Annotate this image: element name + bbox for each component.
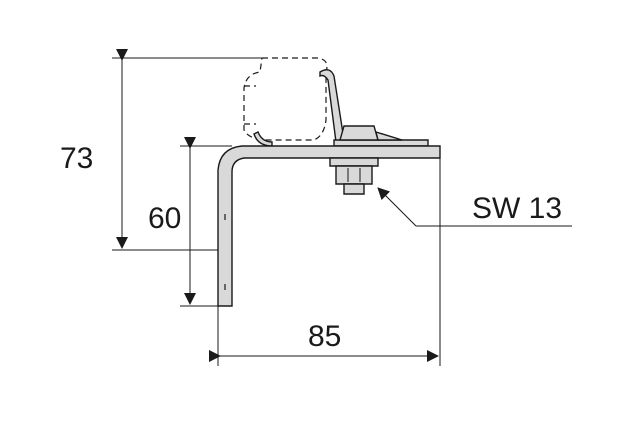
rail-profile-outline	[243, 57, 328, 141]
dimension-60-label: 60	[148, 202, 181, 235]
clamp-plate	[333, 125, 429, 147]
dimension-85-label: 85	[308, 320, 341, 353]
callout-label: SW 13	[472, 192, 562, 225]
dimension-73: 73	[60, 49, 128, 249]
angle-bracket	[217, 145, 441, 307]
dimension-60: 60	[148, 137, 196, 305]
clamp-hook	[253, 69, 345, 147]
callout-sw13: SW 13	[377, 187, 572, 227]
dimension-73-label: 73	[60, 142, 93, 175]
bolt-nut	[329, 157, 379, 195]
dimension-85: 85	[209, 320, 439, 362]
